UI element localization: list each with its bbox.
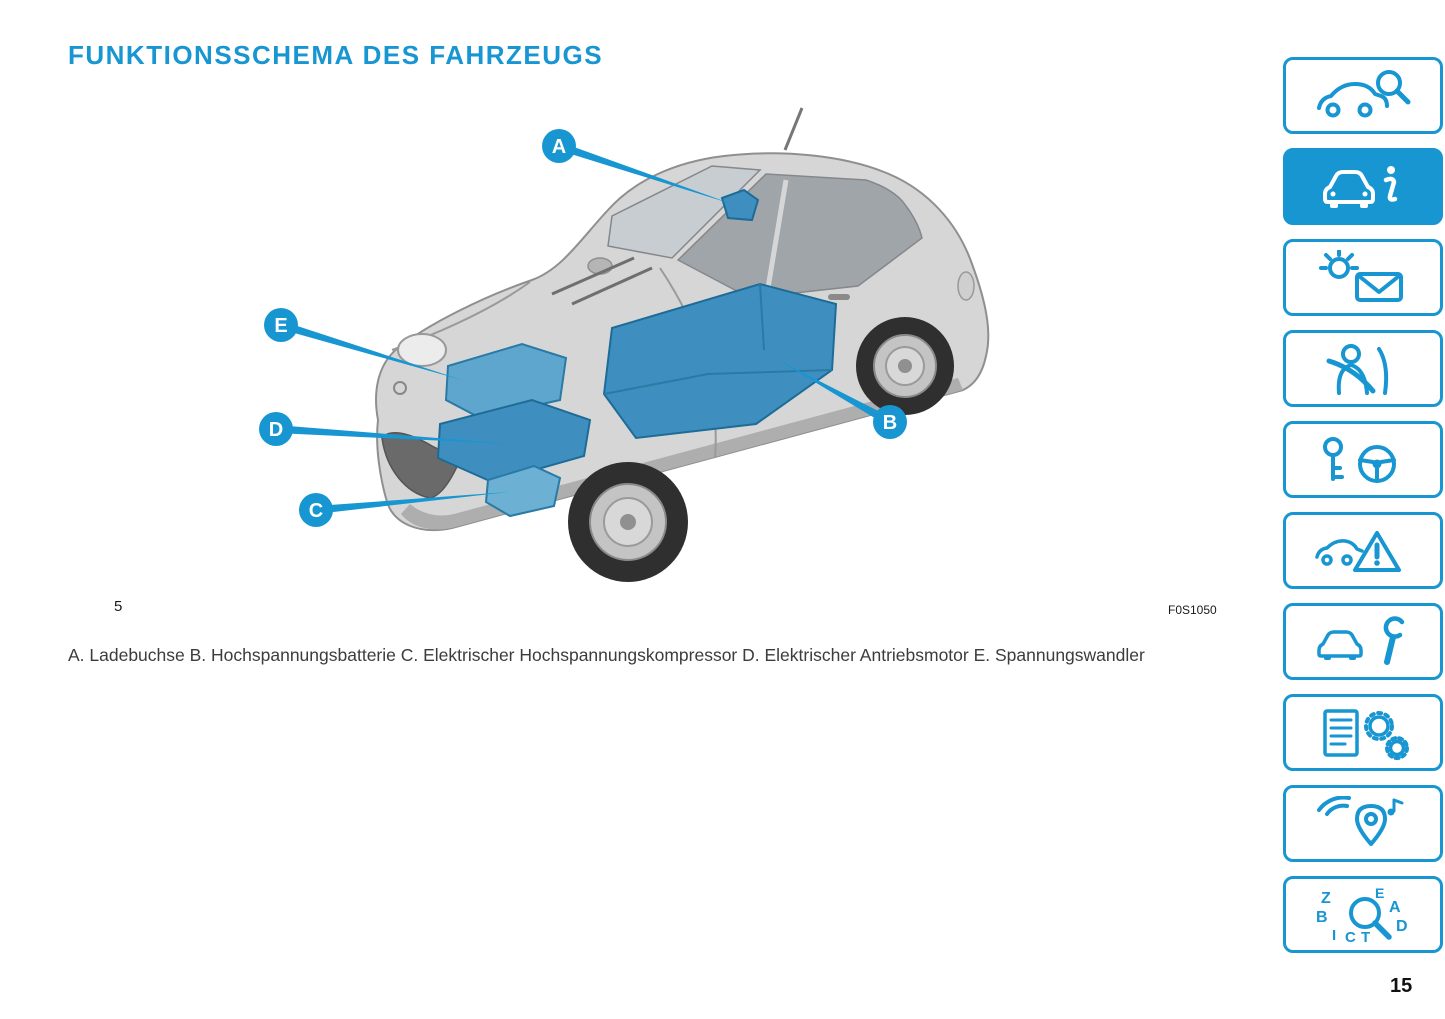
emergency-triangle-icon: [1315, 530, 1401, 572]
index-letter: T: [1361, 929, 1370, 945]
sidebar-item-know-vehicle[interactable]: [1283, 57, 1443, 134]
hv-compressor-highlight: [484, 464, 562, 518]
index-letter: I: [1332, 927, 1336, 944]
callout-line-e: [280, 321, 462, 380]
callout-letter-c: C: [309, 500, 323, 522]
high-voltage-battery-highlight: [602, 282, 838, 440]
figure-number: 5: [114, 598, 123, 615]
sidebar-item-warning-lights[interactable]: [1283, 239, 1443, 316]
rear-wheel: [856, 317, 954, 415]
callout-line-b: [778, 360, 892, 426]
car-search-icon: [1317, 69, 1411, 117]
sidebar-item-driving[interactable]: [1283, 421, 1443, 498]
front-wheel: [568, 462, 688, 582]
callout-line-a: [558, 142, 732, 204]
alphabetical-index-icon: Z E B A I C T D: [1316, 885, 1408, 945]
callout-line-d: [276, 425, 512, 444]
callout-letter-b: B: [883, 412, 897, 434]
drive-motor-highlight: [436, 398, 592, 484]
sidebar-item-technical-data[interactable]: [1283, 694, 1443, 771]
index-letter: Z: [1321, 890, 1331, 907]
index-letter: D: [1396, 918, 1408, 935]
sidebar-item-maintenance[interactable]: [1283, 603, 1443, 680]
charge-port-highlight: [720, 188, 760, 222]
figure-caption: A. Ladebuchse B. Hochspannungsbatterie C…: [68, 645, 1145, 665]
car-maintenance-icon: [1317, 615, 1405, 665]
callout-letter-d: D: [269, 419, 283, 441]
callout-circle-b: B: [873, 405, 907, 439]
multimedia-navigation-icon: [1317, 795, 1404, 846]
sidebar-item-multimedia[interactable]: [1283, 785, 1443, 862]
index-letter: E: [1375, 885, 1384, 901]
sidebar-item-safety[interactable]: [1283, 330, 1443, 407]
index-letter: C: [1345, 929, 1356, 945]
warning-lamp-message-icon: [1319, 249, 1403, 302]
figure-code: F0S1050: [1168, 603, 1217, 617]
occupant-safety-icon: [1326, 343, 1389, 395]
index-letter: A: [1389, 899, 1401, 916]
callout-letter-a: A: [552, 136, 566, 158]
callout-circle-e: E: [264, 308, 298, 342]
section-nav: Z E B A I C T D: [1283, 57, 1443, 953]
sidebar-item-dashboard-info[interactable]: [1283, 148, 1443, 225]
callout-letter-e: E: [274, 315, 287, 337]
callout-circle-c: C: [299, 493, 333, 527]
car-info-icon: [1323, 165, 1398, 208]
page-number: 15: [1390, 975, 1413, 997]
callout-circle-d: D: [259, 412, 293, 446]
sidebar-item-index[interactable]: Z E B A I C T D: [1283, 876, 1443, 953]
technical-data-gears-icon: [1323, 708, 1409, 760]
callout-line-c: [316, 492, 508, 514]
vehicle-functional-diagram: A B C D E: [259, 107, 990, 582]
callout-circle-a: A: [542, 129, 576, 163]
voltage-converter-highlight: [444, 342, 568, 420]
key-steering-wheel-icon: [1323, 436, 1396, 483]
component-highlights: [436, 188, 838, 518]
sidebar-item-emergency[interactable]: [1283, 512, 1443, 589]
index-letter: B: [1316, 909, 1328, 926]
page-title: FUNKTIONSSCHEMA DES FAHRZEUGS: [68, 40, 604, 70]
